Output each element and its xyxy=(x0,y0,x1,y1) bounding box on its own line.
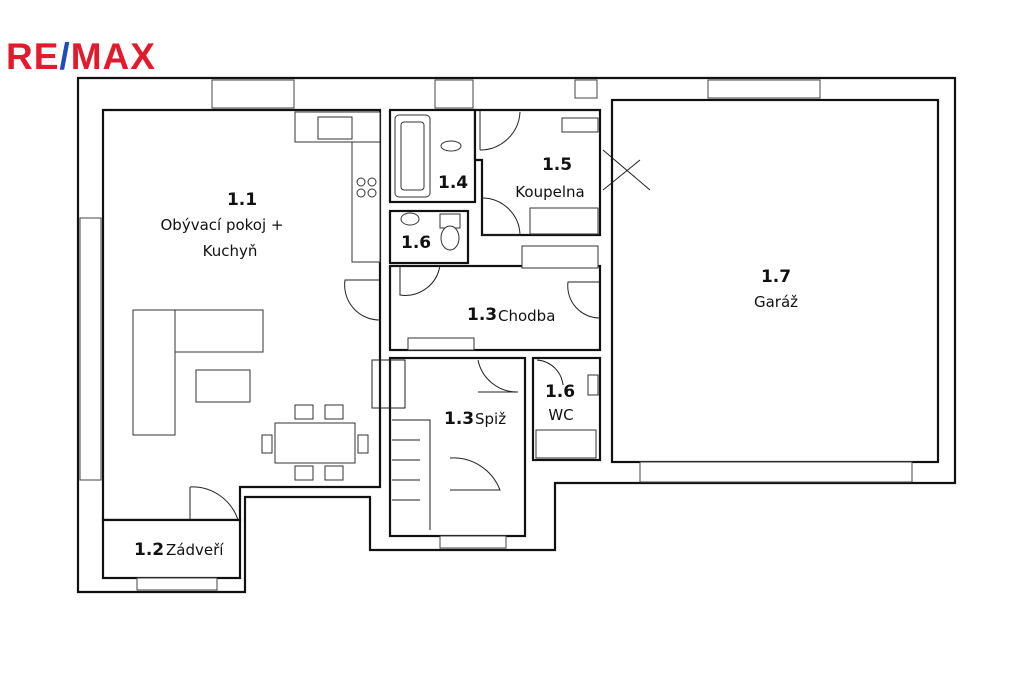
bathtub xyxy=(394,114,462,198)
toilets xyxy=(400,212,599,459)
room-1-3-name: Chodba xyxy=(498,307,555,325)
dining-table xyxy=(261,404,369,481)
room-1-2-name: Zádveří xyxy=(166,541,224,559)
room-1-7-name: Garáž xyxy=(754,293,798,311)
windows xyxy=(79,79,913,591)
remax-logo: RE/MAX xyxy=(6,36,156,77)
room-pantry xyxy=(388,356,527,538)
doors xyxy=(189,110,651,521)
room-1-6b-name: WC xyxy=(548,406,573,424)
room-1-1-number: 1.1 xyxy=(227,190,257,210)
room-1-5-number: 1.5 xyxy=(542,155,572,175)
room-entrance xyxy=(101,518,242,580)
room-1-6-number: 1.6 xyxy=(401,233,431,253)
cabinets xyxy=(392,117,599,530)
room-1-2-number: 1.2 xyxy=(134,540,164,560)
room-1-7-number: 1.7 xyxy=(761,267,791,287)
room-1-3b-number: 1.3 xyxy=(444,409,474,429)
room-1-1-name: Obývací pokoj + xyxy=(161,216,284,234)
kitchen-counter xyxy=(294,111,381,263)
room-1-3-number: 1.3 xyxy=(467,305,497,325)
sofa xyxy=(132,309,264,436)
room-1-1-name-2: Kuchyň xyxy=(203,242,258,260)
room-1-4-number: 1.4 xyxy=(438,173,468,193)
room-1-5-name: Koupelna xyxy=(515,183,584,201)
room-1-3b-name: Spiž xyxy=(475,410,506,428)
room-1-6b-number: 1.6 xyxy=(545,382,575,402)
room-hallway xyxy=(388,264,602,352)
room-garage xyxy=(610,98,940,464)
